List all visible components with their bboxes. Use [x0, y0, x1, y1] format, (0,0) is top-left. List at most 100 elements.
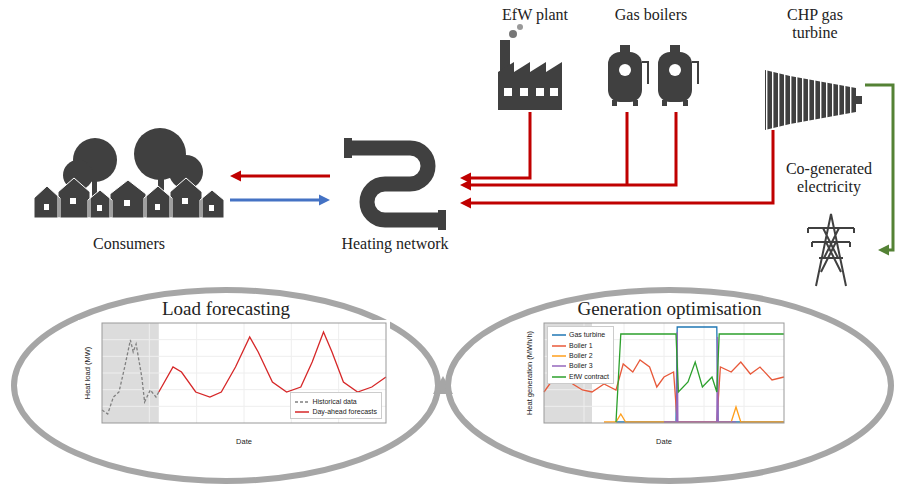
legend-row: Boiler 3 [552, 360, 609, 370]
title-holder: Generation optimisation [444, 298, 895, 320]
legend-text: Historical data [312, 398, 356, 405]
consumers-node: Consumers [28, 135, 230, 253]
legend-row: EfW contract [552, 370, 609, 380]
axis-label: Heat generation (MWh/h) [526, 331, 535, 415]
connector-line [471, 112, 676, 185]
consumers-icon [34, 128, 224, 218]
connector-line [230, 199, 319, 202]
plot-frame [544, 323, 784, 423]
legend-row: Boiler 2 [552, 350, 609, 360]
chart-ground [520, 320, 788, 442]
arrowhead [230, 171, 241, 182]
connector-line [471, 112, 530, 178]
legend-text: Day-ahead forecasts [312, 408, 377, 415]
generation-optimisation-loop: Generation optimisationHeat generation (… [444, 286, 895, 485]
label-holder: Consumers [28, 235, 230, 253]
label-holder: EfW plant [488, 6, 582, 24]
legend-line [295, 401, 309, 403]
connector-line [241, 175, 330, 178]
chart-plot [78, 320, 390, 442]
legend-row: Gas turbine [552, 329, 609, 339]
efw-plant-icon [498, 24, 562, 110]
arrowhead [460, 180, 471, 191]
pipe-icon [344, 138, 446, 230]
chart-legend: Historical dataDay-ahead forecasts [290, 392, 382, 419]
legend-row: Historical data [295, 395, 377, 405]
chart-ground [78, 320, 390, 442]
arrowhead [878, 245, 889, 256]
legend-line [552, 376, 566, 378]
grid-line [744, 323, 745, 423]
connector-line [471, 130, 773, 203]
legend-line [295, 411, 309, 413]
node-label: Heating network [341, 235, 448, 253]
pylon-icon [808, 214, 854, 286]
gas-boiler-icon [608, 45, 698, 106]
flow-connector [230, 195, 330, 206]
load-forecasting-loop: Load forecastingHeat load (MW)DateHistor… [10, 286, 442, 485]
axis-label: Date [236, 437, 252, 446]
legend-text: Gas turbine [569, 331, 605, 338]
legend-text: Boiler 1 [569, 342, 593, 349]
arrowhead [319, 195, 330, 206]
flow-connector [460, 112, 530, 184]
flow-connector [460, 112, 676, 191]
electricity-node: Co-generated electricity [780, 160, 878, 288]
legend-sample [552, 353, 566, 359]
legend-sample [552, 343, 566, 349]
loop-title: Generation optimisation [577, 298, 761, 320]
gas-turbine-icon [765, 70, 862, 130]
legend-sample [295, 399, 309, 405]
plot-frame [102, 323, 386, 423]
efw-plant-node: EfW plant [488, 6, 582, 112]
grid-line [544, 389, 784, 390]
flow-connector [230, 171, 330, 182]
data-series [616, 334, 784, 422]
title-holder: Load forecasting [10, 298, 442, 320]
x-label-holder: Date [102, 430, 386, 448]
node-label: Consumers [93, 235, 165, 253]
heating-network-node: Heating network [330, 128, 460, 253]
arrowhead [460, 198, 471, 209]
legend-row: Boiler 1 [552, 339, 609, 349]
legend-sample [295, 409, 309, 415]
loop-title: Load forecasting [162, 298, 290, 320]
chart-legend: Gas turbineBoiler 1 Boiler 2 Boiler 3 EfW c… [547, 326, 614, 384]
node-label: Co-generated electricity [780, 160, 878, 197]
label-holder: Co-generated electricity [780, 160, 878, 197]
label-holder: Heating network [330, 235, 460, 253]
legend-row: Day-ahead forecasts [295, 406, 377, 416]
generation-chart: Heat generation (MWh/h)DateGas turbineBo… [520, 320, 788, 442]
legend-line [552, 366, 566, 368]
grid-line [704, 323, 705, 423]
legend-sample [552, 363, 566, 369]
legend-line [552, 355, 566, 357]
legend-text: EfW contract [569, 373, 609, 380]
grid-line [102, 389, 386, 390]
loop-ellipse [448, 290, 891, 481]
node-label: Gas boilers [615, 6, 687, 24]
legend-text: Boiler 2 [569, 352, 593, 359]
gas-boilers-node: Gas boilers [595, 6, 707, 112]
grid-line [544, 406, 784, 407]
x-label-holder: Date [544, 430, 784, 448]
legend-line [552, 335, 566, 337]
load-forecast-chart: Heat load (MW)DateHistorical dataDay-ahe… [78, 320, 390, 442]
node-label: CHP gas turbine [778, 6, 852, 43]
data-series [604, 407, 784, 422]
axis-label: Date [656, 437, 672, 446]
loop-ellipse [14, 290, 438, 481]
data-series [616, 327, 784, 422]
legend-line [552, 345, 566, 347]
data-series [102, 340, 159, 414]
legend-text: Boiler 3 [569, 362, 593, 369]
label-holder: Gas boilers [595, 6, 707, 24]
node-label: EfW plant [502, 6, 568, 24]
axis-label: Heat load (MW) [84, 347, 93, 400]
legend-sample [552, 332, 566, 338]
grid-line [102, 373, 386, 374]
legend-sample [552, 374, 566, 380]
chp-turbine-node: CHP gas turbine [765, 6, 865, 130]
